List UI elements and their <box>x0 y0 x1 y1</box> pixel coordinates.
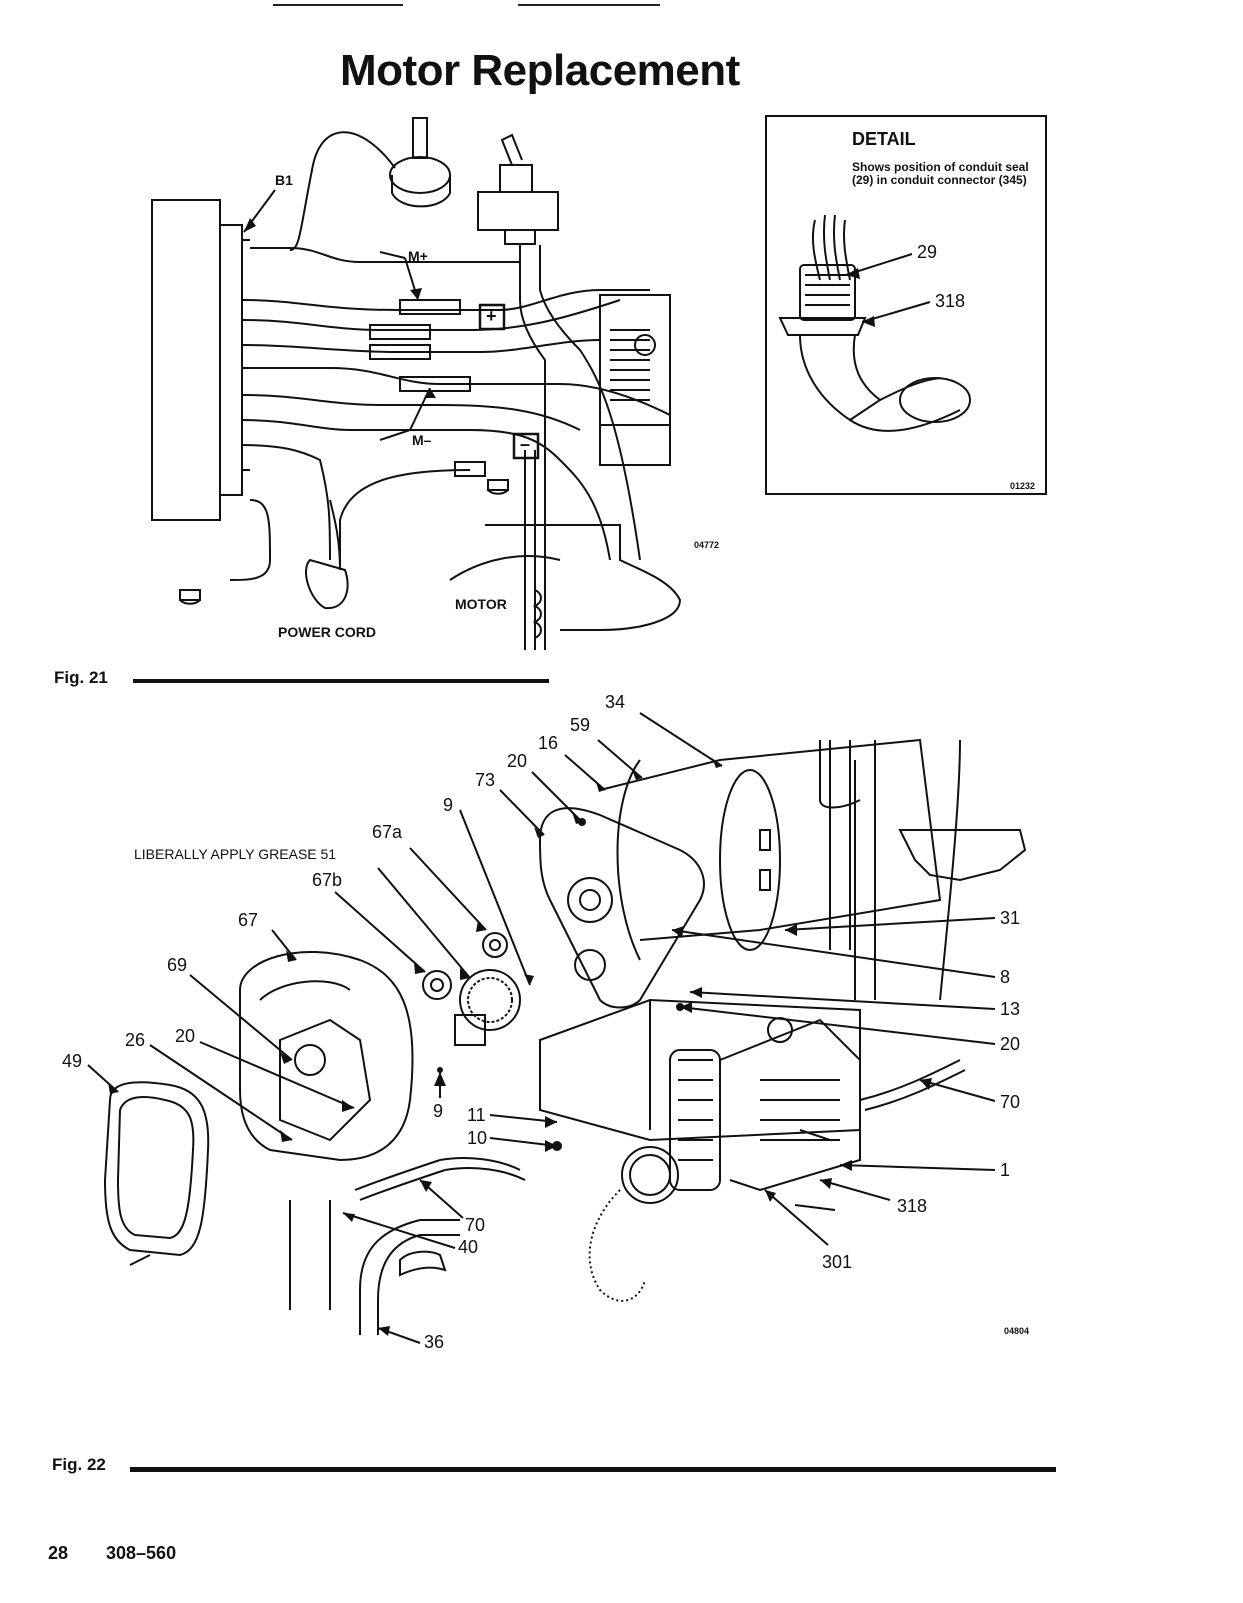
callout-m-plus: M+ <box>408 248 428 264</box>
detail-callout-318: 318 <box>935 291 965 312</box>
callout-1: 1 <box>1000 1160 1010 1181</box>
detail-description: Shows position of conduit seal (29) in c… <box>852 161 1042 187</box>
callout-73: 73 <box>475 770 495 791</box>
callout-69: 69 <box>167 955 187 976</box>
callout-9-top: 9 <box>443 795 453 816</box>
callout-70-right: 70 <box>1000 1092 1020 1113</box>
callout-301: 301 <box>822 1252 852 1273</box>
callout-34: 34 <box>605 692 625 713</box>
callout-31: 31 <box>1000 908 1020 929</box>
callout-20-right: 20 <box>1000 1034 1020 1055</box>
callout-9-bottom: 9 <box>433 1101 443 1122</box>
callout-20-left: 20 <box>175 1026 195 1047</box>
plus-symbol: + <box>486 306 497 327</box>
callout-11: 11 <box>467 1105 486 1126</box>
callout-59: 59 <box>570 715 590 736</box>
detail-code: 01232 <box>1010 481 1035 491</box>
callout-40: 40 <box>458 1237 478 1258</box>
fig22-rule <box>130 1467 1056 1472</box>
callout-13: 13 <box>1000 999 1020 1020</box>
page-number: 28 <box>48 1543 68 1564</box>
callout-motor: MOTOR <box>455 596 507 612</box>
callout-318: 318 <box>897 1196 927 1217</box>
callout-26: 26 <box>125 1030 145 1051</box>
fig21-label: Fig. 21 <box>54 668 108 688</box>
fig21-code: 04772 <box>694 540 719 550</box>
fig21-rule <box>133 679 549 683</box>
callout-b1: B1 <box>275 172 293 188</box>
callout-16: 16 <box>538 733 558 754</box>
callout-power-cord: POWER CORD <box>278 624 376 640</box>
callout-8: 8 <box>1000 967 1010 988</box>
fig22-label: Fig. 22 <box>52 1455 106 1475</box>
callout-m-minus: M– <box>412 432 431 448</box>
callout-10: 10 <box>467 1128 487 1149</box>
detail-box: DETAIL Shows position of conduit seal (2… <box>765 115 1047 495</box>
callout-67b: 67b <box>312 870 342 891</box>
callout-67: 67 <box>238 910 258 931</box>
callout-49: 49 <box>62 1051 82 1072</box>
fig22-code: 04804 <box>1004 1326 1029 1336</box>
detail-callout-29: 29 <box>917 242 937 263</box>
callout-36: 36 <box>424 1332 444 1353</box>
callout-70-left: 70 <box>465 1215 485 1236</box>
detail-title: DETAIL <box>852 129 916 150</box>
grease-note: LIBERALLY APPLY GREASE 51 <box>134 846 336 862</box>
doc-number: 308–560 <box>106 1543 176 1564</box>
callout-67a: 67a <box>372 822 402 843</box>
minus-symbol: – <box>520 434 530 455</box>
callout-20-top: 20 <box>507 751 527 772</box>
